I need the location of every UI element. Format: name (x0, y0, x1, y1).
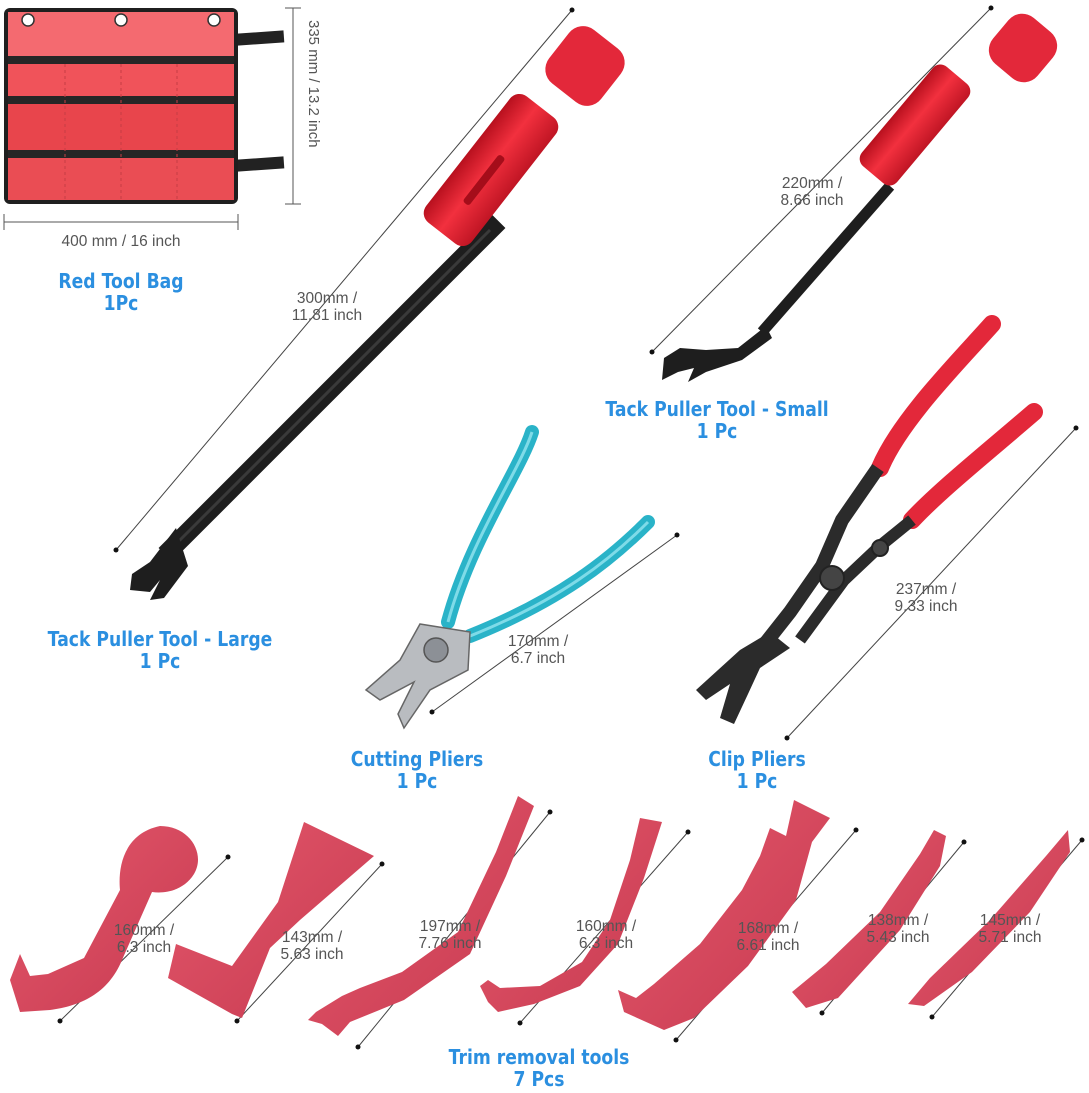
cutting-qty: 1 Pc (396, 769, 438, 793)
tack-large-dimension: 300mm / 11.81 inch (272, 290, 382, 324)
trim-7-dim1: 145mm / (979, 912, 1041, 929)
tack-puller-small (662, 13, 1058, 382)
bag-width-label: 400 mm / 16 inch (61, 233, 181, 250)
clip-dim1: 237mm / (895, 581, 957, 598)
trim-1-dim1: 160mm / (113, 922, 175, 939)
clip-qty: 1 Pc (736, 769, 778, 793)
trim-tools (10, 796, 1070, 1036)
cutting-dim2: 6.7 inch (510, 650, 566, 667)
trim-7-dim2: 5.71 inch (978, 929, 1042, 946)
bag-title-text: Red Tool Bag (58, 269, 184, 293)
clip-title-text: Clip Pliers (708, 747, 806, 771)
trim-tool-7 (908, 830, 1070, 1006)
trim-title: Trim removal tools 7 Pcs (410, 1046, 668, 1090)
cutting-title-text: Cutting Pliers (350, 747, 484, 771)
trim-dimension-3: 197mm / 7.76 inch (400, 918, 500, 952)
trim-3-dim1: 197mm / (419, 918, 481, 935)
bag-qty: 1Pc (103, 291, 139, 315)
trim-4-dim1: 160mm / (575, 918, 637, 935)
trim-dimension-5: 168mm / 6.61 inch (718, 920, 818, 954)
trim-dimension-2: 143mm / 5.63 inch (262, 929, 362, 963)
trim-tool-4 (480, 818, 662, 1012)
cutting-dimension: 170mm / 6.7 inch (488, 633, 588, 667)
trim-5-dim2: 6.61 inch (736, 937, 800, 954)
trim-1-dim2: 6.3 inch (116, 939, 172, 956)
trim-qty: 7 Pcs (513, 1067, 565, 1091)
bag-dimension-lines (3, 7, 301, 230)
trim-3-dim2: 7.76 inch (418, 935, 482, 952)
bag-height-label: 335 mm / 13.2 inch (305, 20, 322, 148)
tack-small-qty: 1 Pc (696, 419, 738, 443)
tack-small-dim2: 8.66 inch (780, 192, 844, 209)
tack-small-dimension: 220mm / 8.66 inch (762, 175, 862, 209)
measure-dots (57, 5, 1085, 1050)
trim-tool-1 (10, 826, 199, 1012)
trim-dimension-1: 160mm / 6.3 inch (94, 922, 194, 956)
trim-title-text: Trim removal tools (448, 1045, 630, 1069)
trim-2-dim1: 143mm / (281, 929, 343, 946)
tool-bag (4, 8, 285, 204)
trim-5-dim1: 168mm / (737, 920, 799, 937)
tack-small-title: Tack Puller Tool - Small 1 Pc (588, 398, 846, 442)
cutting-pliers (364, 425, 655, 730)
tack-large-title-text: Tack Puller Tool - Large (47, 627, 273, 651)
trim-6-dim2: 5.43 inch (866, 929, 930, 946)
clip-pliers (696, 315, 1043, 724)
trim-6-dim1: 138mm / (867, 912, 929, 929)
tack-large-dim1: 300mm / (296, 290, 358, 307)
trim-dimension-6: 138mm / 5.43 inch (848, 912, 948, 946)
cutting-title: Cutting Pliers 1 Pc (331, 748, 503, 792)
trim-2-dim2: 5.63 inch (280, 946, 344, 963)
trim-dimension-4: 160mm / 6.3 inch (556, 918, 656, 952)
tack-puller-large (130, 26, 625, 600)
trim-tool-6 (792, 830, 946, 1008)
clip-dimension: 237mm / 9.33 inch (876, 581, 976, 615)
trim-tool-5 (618, 800, 830, 1030)
bag-title: Red Tool Bag 1Pc (17, 270, 225, 314)
tack-large-dim2: 11.81 inch (291, 307, 363, 324)
trim-dimension-7: 145mm / 5.71 inch (960, 912, 1060, 946)
cutting-dim1: 170mm / (507, 633, 569, 650)
trim-tool-2 (168, 822, 374, 1018)
tack-large-title: Tack Puller Tool - Large 1 Pc (31, 628, 289, 672)
tack-small-title-text: Tack Puller Tool - Small (605, 397, 829, 421)
tack-large-qty: 1 Pc (139, 649, 181, 673)
clip-dim2: 9.33 inch (894, 598, 958, 615)
trim-tool-3 (308, 796, 534, 1036)
trim-4-dim2: 6.3 inch (578, 935, 634, 952)
tack-small-dim1: 220mm / (781, 175, 843, 192)
clip-title: Clip Pliers 1 Pc (671, 748, 843, 792)
